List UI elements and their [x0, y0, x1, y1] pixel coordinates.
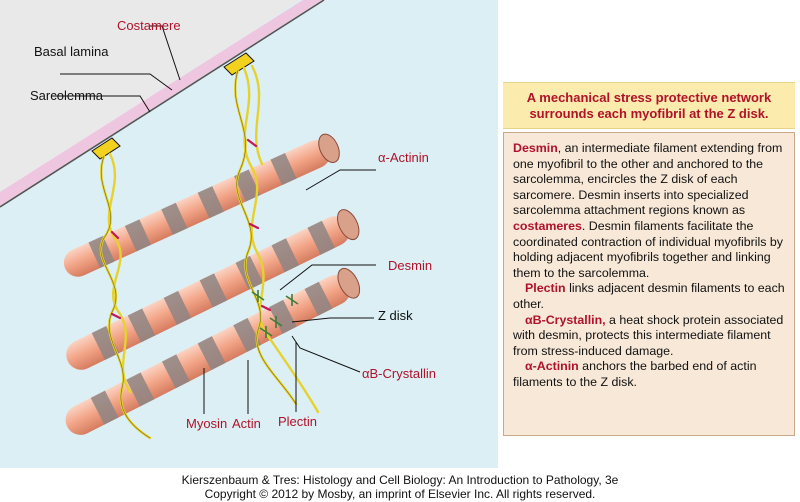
label-ab-crystallin: αB-Crystallin — [362, 366, 436, 381]
leader-lines — [52, 25, 376, 414]
text-crystallin: a heat shock protein associated with des… — [513, 312, 784, 358]
label-sarcolemma: Sarcolemma — [30, 88, 104, 103]
panel-title-box: A mechanical stress protective network s… — [503, 82, 795, 129]
text-desmin-2: . Desmin filaments facilitate the coordi… — [513, 218, 783, 280]
citation-line-1: Kierszenbaum & Tres: Histology and Cell … — [181, 473, 619, 487]
label-alpha-actinin: α-Actinin — [378, 150, 429, 165]
label-myosin: Myosin — [186, 416, 227, 431]
ab-crystallin-marks — [251, 290, 299, 338]
term-costameres: costameres — [513, 218, 582, 233]
costamere-plaque-left — [91, 137, 121, 160]
myofibril-body — [63, 140, 331, 277]
text-actinin: anchors the barbed end of actin filament… — [513, 359, 757, 389]
label-actin: Actin — [232, 416, 261, 431]
myofibril-1 — [63, 133, 340, 277]
panel-title: A mechanical stress protective network s… — [526, 89, 772, 121]
label-desmin: Desmin — [388, 258, 432, 273]
myofibril-bands — [91, 220, 336, 360]
label-basal-lamina: Basal lamina — [34, 44, 109, 59]
term-ab-crystallin: αB-Crystallin, — [525, 312, 606, 327]
paragraph-crystallin: αB-Crystallin, a heat shock protein asso… — [513, 313, 786, 360]
myofibril-3 — [65, 267, 361, 435]
label-z-disk: Z disk — [378, 308, 413, 323]
sarcolemma-line — [0, 0, 325, 208]
citation-footer: Kierszenbaum & Tres: Histology and Cell … — [0, 473, 800, 501]
paragraph-desmin: Desmin, an intermediate filament extendi… — [513, 141, 786, 281]
plectin-links — [110, 138, 272, 320]
myofibril-bands — [88, 152, 297, 269]
costamere-plaque-right — [223, 52, 255, 76]
basal-lamina-band — [0, 0, 322, 206]
myofibril-end — [318, 133, 340, 163]
term-desmin: Desmin — [513, 141, 558, 155]
paragraph-actinin: α-Actinin anchors the barbed end of acti… — [513, 359, 786, 390]
citation-line-2: Copyright © 2012 by Mosby, an imprint of… — [204, 487, 596, 501]
text-desmin-1: , an intermediate filament extending fro… — [513, 141, 783, 218]
label-plectin: Plectin — [278, 414, 317, 429]
myofibril-bands — [90, 281, 333, 425]
term-alpha-actinin: α-Actinin — [525, 359, 579, 374]
myofibril-end — [337, 267, 361, 299]
paragraph-plectin: Plectin links adjacent desmin filaments … — [513, 281, 786, 312]
label-costamere: Costamere — [117, 18, 181, 33]
myofibril-2 — [66, 209, 360, 370]
desmin-filament-outline — [100, 69, 297, 439]
term-plectin: Plectin — [525, 281, 566, 296]
myofibril-end — [337, 209, 360, 241]
panel-description: Desmin, an intermediate filament extendi… — [503, 132, 795, 436]
text-plectin: links adjacent desmin filaments to each … — [513, 281, 785, 311]
